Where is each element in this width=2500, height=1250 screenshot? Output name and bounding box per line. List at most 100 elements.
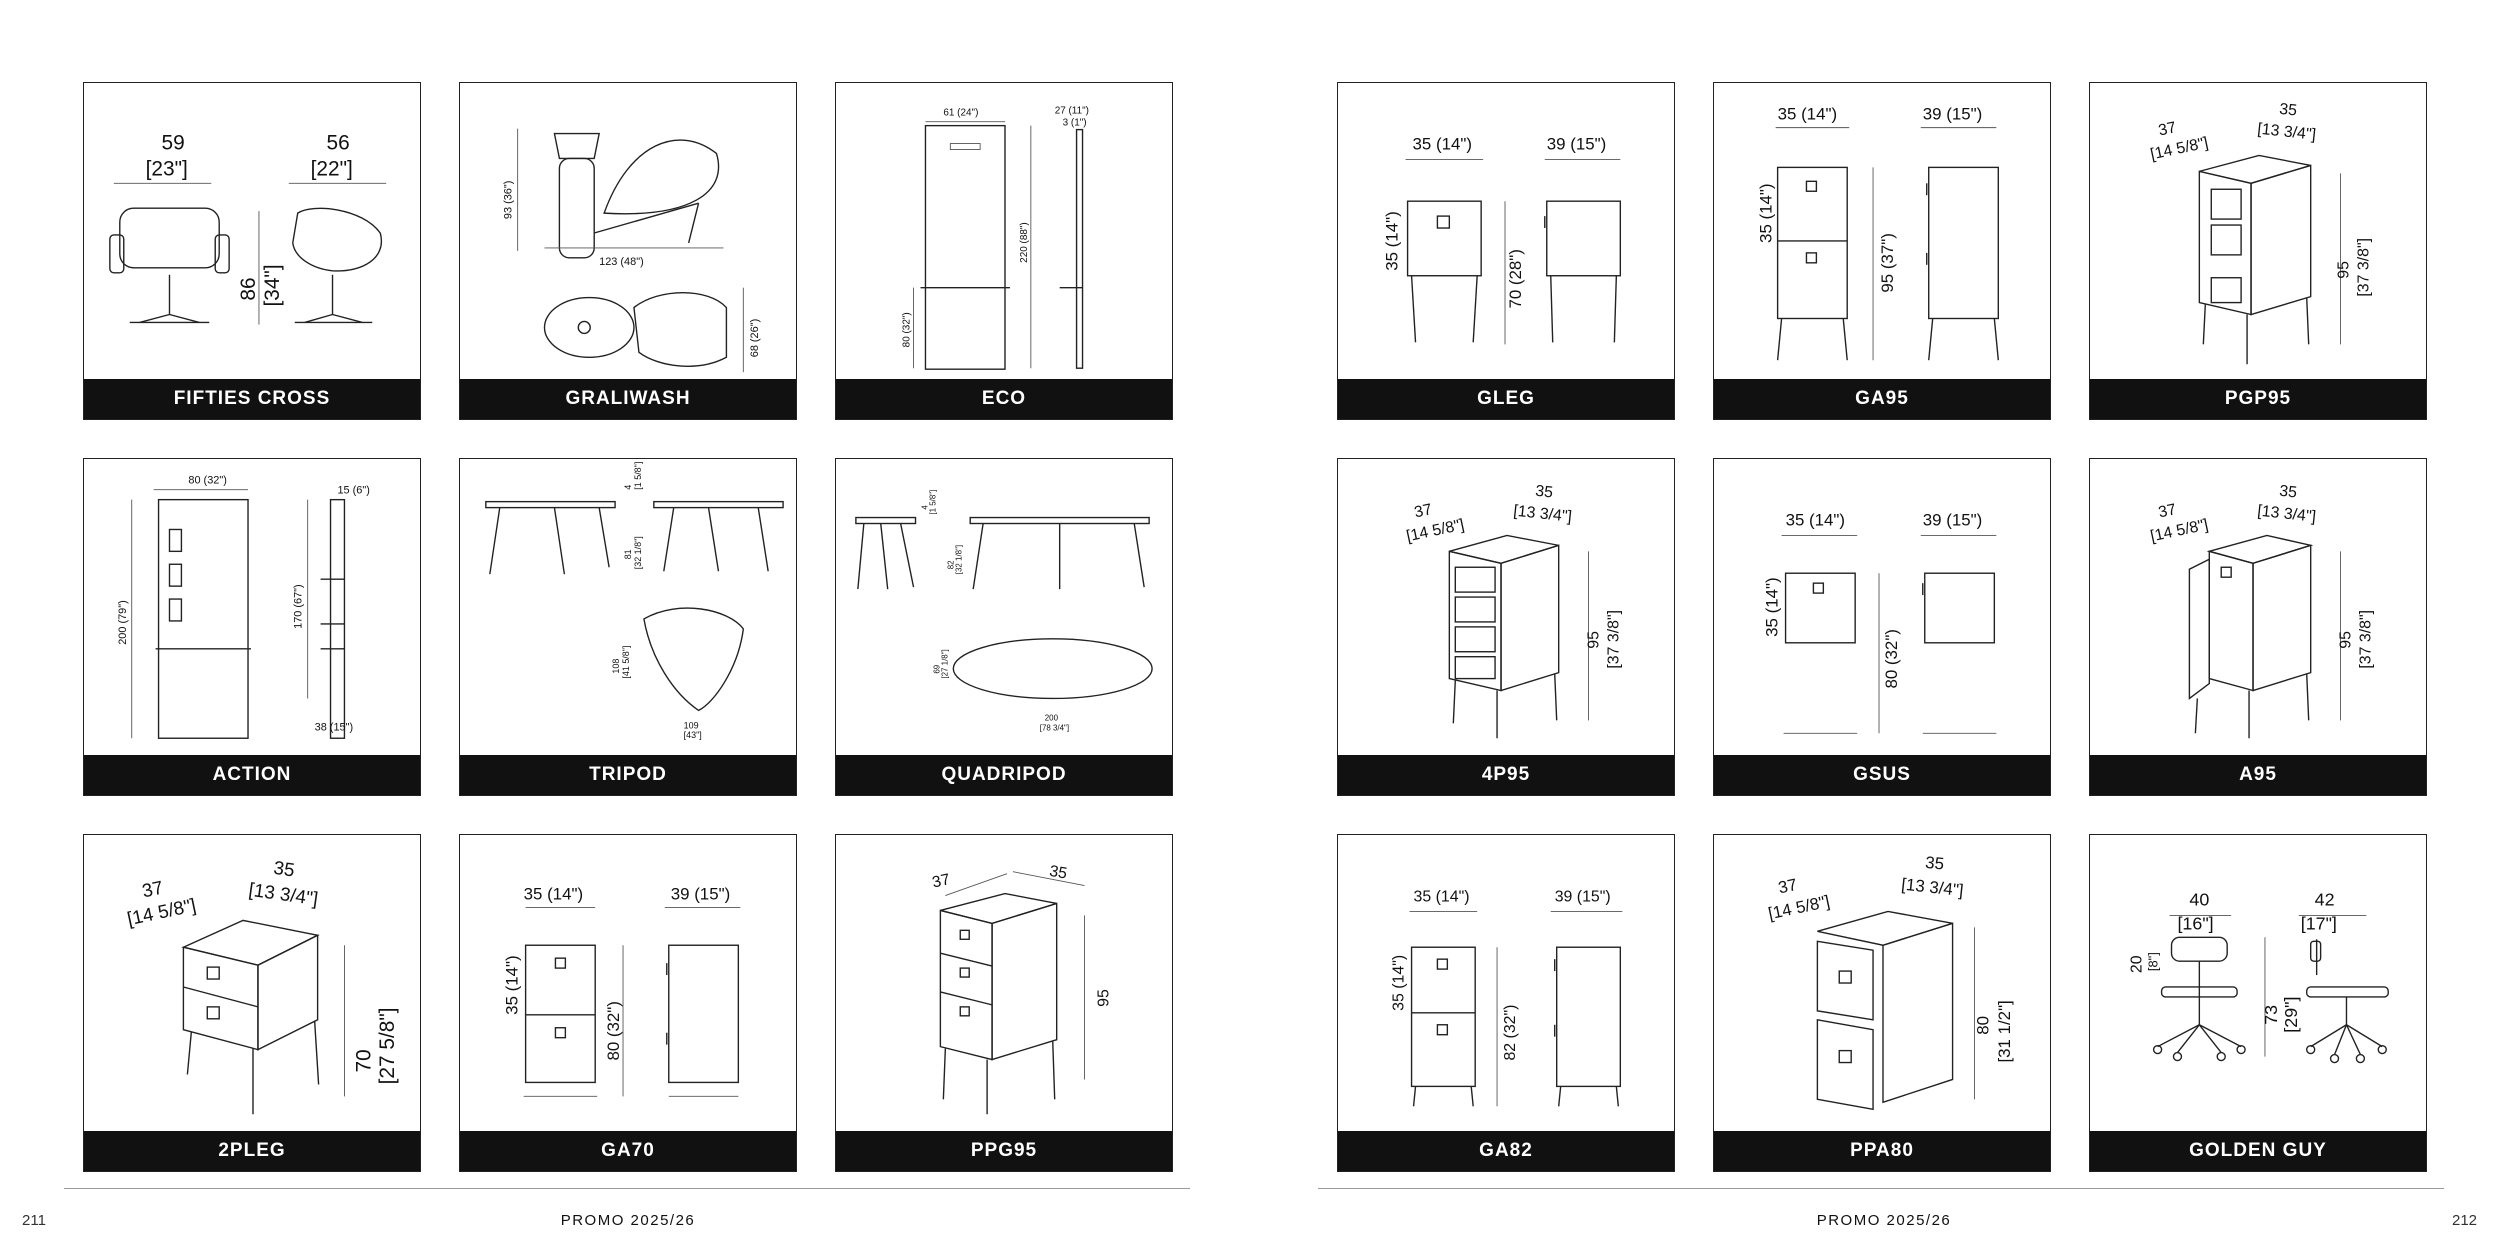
dim-label: 37 [140,878,165,903]
dim-label: 35 (14") [1786,510,1845,529]
dim-label: 170 (67") [293,584,305,629]
dim-label: 35 [1048,863,1069,883]
dim-label: 35 [1924,853,1945,874]
dim-label: 35 (14") [503,955,522,1014]
dim-label: 82 [946,560,955,569]
product-card-fifties-cross[interactable]: 59 [23"] 56 [22"] 86 [34"] FIFTIES CROSS [83,82,421,420]
dim-label: 70 [352,1049,375,1072]
product-name: GA82 [1338,1131,1674,1171]
dim-label: 37 [1776,875,1798,897]
product-name: FIFTIES CROSS [84,379,420,419]
product-name: 4P95 [1338,755,1674,795]
dim-label: 80 (32") [902,312,913,347]
2pleg-drawing: 37 [14 5/8"] 35 [13 3/4"] 70 [27 5/8"] [125,858,399,1115]
right-page-grid: 35 (14") 39 (15") 35 (14") 70 (28") GLEG… [1337,82,2427,1172]
dim-label: [27 5/8"] [376,1007,399,1084]
product-card-action[interactable]: 80 (32") 200 (79") 15 (6") 170 (67") 38 … [83,458,421,796]
dim-label: [78 3/4"] [1040,723,1069,732]
graliwash-drawing: 93 (36") 123 (48") 68 (26") [503,128,761,373]
quadripod-drawing: 4 [1 5/8"] 82 [32 1/8"] 69 [27 1/8"] 200… [855,490,1153,732]
ppa80-drawing: 37 [14 5/8"] 35 [13 3/4"] 80 [31 1/2"] [1767,853,2014,1111]
dim-label: [13 3/4"] [2257,503,2317,526]
product-name: GOLDEN GUY [2090,1131,2426,1171]
product-card-ppg95[interactable]: 37 35 95 PPG95 [835,834,1173,1172]
gsus-drawing: 35 (14") 39 (15") 35 (14") 80 (32") [1763,510,1997,734]
product-card-graliwash[interactable]: 93 (36") 123 (48") 68 (26") GRALIWASH [459,82,797,420]
dim-label: 82 (32") [1502,1005,1519,1061]
dim-label: 200 (79") [117,600,129,645]
product-card-ppa80[interactable]: 37 [14 5/8"] 35 [13 3/4"] 80 [31 1/2"] P… [1713,834,2051,1172]
product-card-a95[interactable]: 37 [14 5/8"] 35 [13 3/4"] 95 [37 3/8"] A… [2089,458,2427,796]
dim-label: 73 [2261,1005,2281,1025]
dim-label: [22"] [311,157,353,180]
footer-divider-right [1318,1188,2444,1189]
dim-label: 35 (14") [1763,577,1782,636]
dim-label: [31 1/2"] [1995,1000,2014,1062]
dim-label: [13 3/4"] [1900,875,1964,900]
dim-label: 35 [2278,101,2298,120]
dim-label: 95 [2335,261,2352,279]
product-name: PGP95 [2090,379,2426,419]
dim-label: [37 3/8"] [1605,610,1622,669]
footer-divider-left [64,1188,1190,1189]
dim-label: 93 (36") [503,181,515,219]
dim-label: [37 3/8"] [2355,238,2372,297]
dim-label: 37 [1413,501,1434,521]
dim-label: [32 1/8"] [954,545,963,574]
dim-label: [43"] [684,730,702,740]
dim-label: 20 [2129,955,2146,973]
dim-label: [1 5/8"] [928,490,937,515]
dim-label: 37 [2157,119,2178,139]
ga82-drawing: 35 (14") 39 (15") 35 (14") 82 (32") [1391,888,1623,1107]
dim-label: 40 [2189,889,2209,909]
action-drawing: 80 (32") 200 (79") 15 (6") 170 (67") 38 … [117,475,370,739]
dim-label: [13 3/4"] [2257,121,2317,144]
product-name: GA70 [460,1131,796,1171]
product-card-gleg[interactable]: 35 (14") 39 (15") 35 (14") 70 (28") GLEG [1337,82,1675,420]
pgp95-drawing: 37 [14 5/8"] 35 [13 3/4"] 95 [37 3/8"] [2149,101,2372,365]
fifties-cross-drawing: 59 [23"] 56 [22"] 86 [34"] [109,131,387,325]
dim-label: 35 (14") [1391,955,1408,1011]
dim-label: [13 3/4"] [1513,503,1573,526]
dim-label: [16"] [2177,913,2213,933]
product-card-gsus[interactable]: 35 (14") 39 (15") 35 (14") 80 (32") GSUS [1713,458,2051,796]
dim-label: 80 (32") [1882,629,1901,688]
dim-label: 39 (15") [1555,888,1611,905]
dim-label: 35 [2278,483,2298,502]
footer-title-left: PROMO 2025/26 [560,1212,696,1229]
product-card-4p95[interactable]: 37 [14 5/8"] 35 [13 3/4"] 95 [37 3/8"] 4… [1337,458,1675,796]
product-card-golden-guy[interactable]: 40 [16"] 42 [17"] 20 [8"] 73 [29"] [2089,834,2427,1172]
product-card-tripod[interactable]: 4 [1 5/8"] 81 [32 1/8"] 108 [41 5/8"] 10… [459,458,797,796]
dim-label: 80 (32") [604,1001,623,1060]
dim-label: 35 (14") [524,885,583,904]
dim-label: [14 5/8"] [1767,892,1832,924]
dim-label: [41 5/8"] [621,646,631,679]
product-card-quadripod[interactable]: 4 [1 5/8"] 82 [32 1/8"] 69 [27 1/8"] 200… [835,458,1173,796]
product-card-pgp95[interactable]: 37 [14 5/8"] 35 [13 3/4"] 95 [37 3/8"] P… [2089,82,2427,420]
dim-label: [29"] [2281,997,2301,1033]
dim-label: 35 (14") [1778,105,1837,124]
dim-label: 42 [2315,889,2335,909]
dim-label: 39 (15") [1923,105,1982,124]
dim-label: 70 (28") [1506,249,1525,308]
product-card-ga95[interactable]: 35 (14") 39 (15") 35 (14") 95 (37") GA95 [1713,82,2051,420]
product-card-2pleg[interactable]: 37 [14 5/8"] 35 [13 3/4"] 70 [27 5/8"] 2… [83,834,421,1172]
product-name: GRALIWASH [460,379,796,419]
product-name: 2PLEG [84,1131,420,1171]
dim-label: 35 (14") [1414,888,1470,905]
dim-label: 69 [932,664,941,673]
dim-label: 37 [2157,501,2178,521]
product-card-ga70[interactable]: 35 (14") 35 (14") 80 (32") 39 (15") GA70 [459,834,797,1172]
dim-label: 39 (15") [1923,510,1982,529]
4p95-drawing: 37 [14 5/8"] 35 [13 3/4"] 95 [37 3/8"] [1405,483,1622,739]
product-card-ga82[interactable]: 35 (14") 39 (15") 35 (14") 82 (32") GA82 [1337,834,1675,1172]
dim-label: 39 (15") [671,885,730,904]
a95-drawing: 37 [14 5/8"] 35 [13 3/4"] 95 [37 3/8"] [2149,483,2374,739]
dim-label: 123 (48") [599,256,644,268]
dim-label: 220 (88") [1019,222,1030,263]
eco-drawing: 61 (24") 27 (11") 3 (1") 220 (88") 80 (3… [902,106,1089,370]
dim-label: 37 [931,871,952,891]
dim-label: 109 [684,720,699,730]
product-card-eco[interactable]: 61 (24") 27 (11") 3 (1") 220 (88") 80 (3… [835,82,1173,420]
ga70-drawing: 35 (14") 35 (14") 80 (32") 39 (15") [503,885,741,1097]
